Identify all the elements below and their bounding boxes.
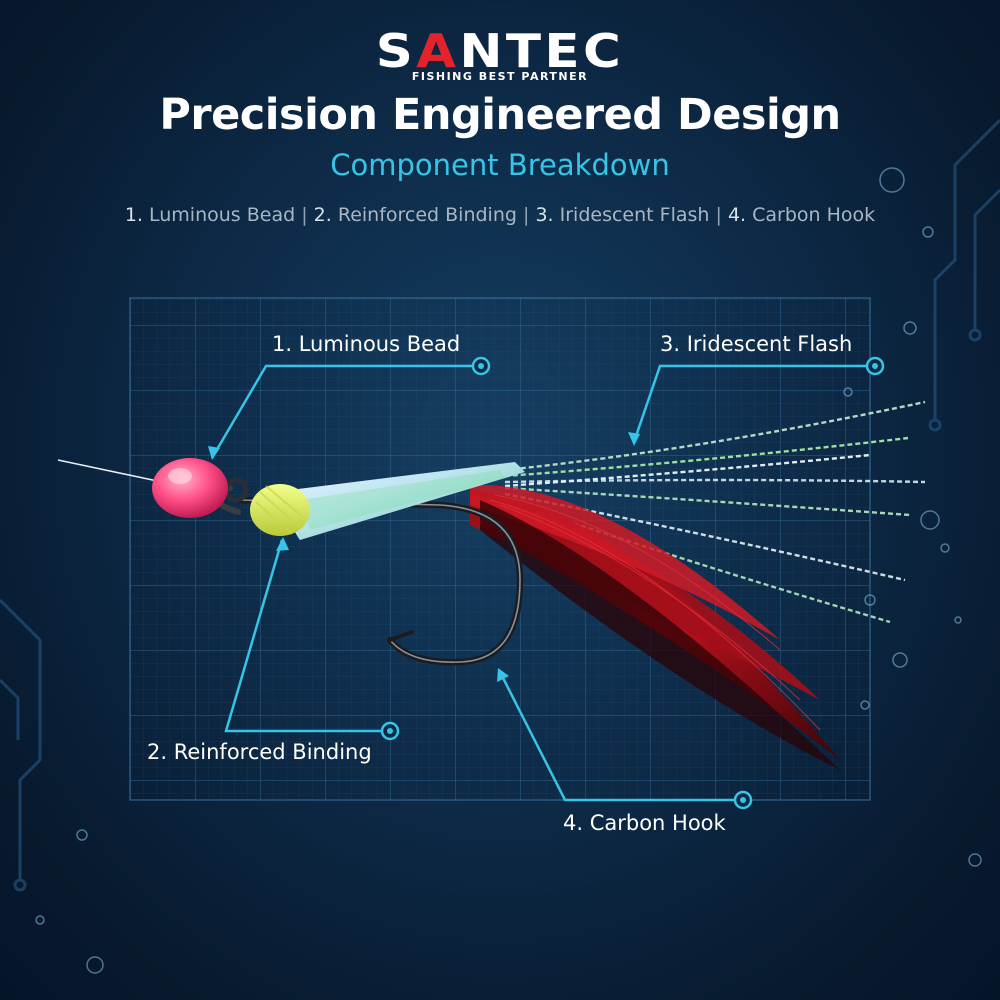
circuit-traces (0, 118, 1000, 892)
brand-logo: SANTEC FISHING BEST PARTNER (0, 26, 1000, 83)
page-title: Precision Engineered Design (159, 90, 841, 140)
brand-name: SANTEC (375, 24, 625, 78)
blueprint-grid (129, 297, 871, 801)
callout-target-icon (380, 356, 885, 810)
separator: | (301, 204, 308, 226)
callout-luminous-bead: 1. Luminous Bead (272, 332, 461, 356)
component-label: Reinforced Binding (337, 204, 517, 226)
component-label: Iridescent Flash (559, 204, 710, 226)
component-number: 1. (124, 204, 143, 226)
page-subtitle: Component Breakdown (330, 148, 670, 182)
component-label: Carbon Hook (752, 204, 876, 226)
separator: | (523, 204, 530, 226)
callout-carbon-hook: 4. Carbon Hook (563, 811, 726, 835)
pointer-arrow-icon (208, 432, 640, 682)
callout-iridescent-flash: 3. Iridescent Flash (660, 332, 853, 356)
separator: | (715, 204, 722, 226)
component-label: Luminous Bead (149, 204, 296, 226)
component-number: 4. (727, 204, 747, 226)
callout-lines (210, 364, 875, 802)
callout-reinforced-binding: 2. Reinforced Binding (147, 740, 372, 764)
lure-body (288, 462, 525, 540)
feather-tail (470, 484, 840, 770)
leader-line (57, 459, 163, 483)
component-number: 3. (535, 204, 554, 226)
reinforced-binding (250, 484, 310, 536)
component-number: 2. (313, 204, 332, 226)
luminous-bead (152, 458, 228, 518)
water-droplets (35, 167, 982, 974)
component-summary: 1. Luminous Bead | 2. Reinforced Binding… (0, 204, 1000, 226)
brand-tagline: FISHING BEST PARTNER (411, 70, 589, 83)
